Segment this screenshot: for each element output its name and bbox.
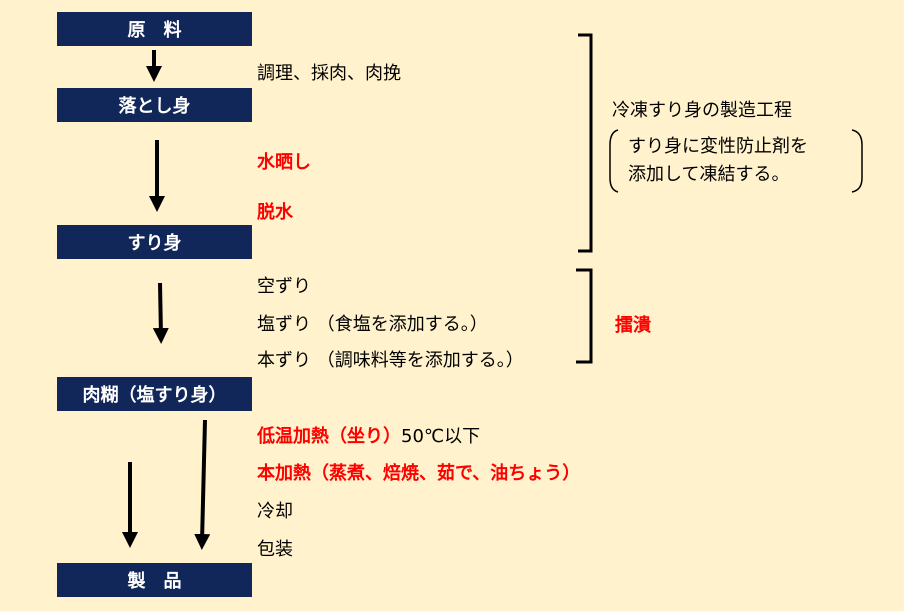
frozen-surimi-desc-2: 添加して凍結する。 bbox=[628, 164, 790, 185]
note-low-heat: 低温加熱（坐り）50℃以下 bbox=[257, 422, 480, 448]
note-prep: 調理、採肉、肉挽 bbox=[257, 63, 401, 84]
step-otoshimi: 落とし身 bbox=[57, 88, 252, 122]
note-honzuri: 本ずり （調味料等を添加する。） bbox=[257, 350, 524, 371]
note-karazuri: 空ずり bbox=[257, 276, 311, 297]
note-cooling: 冷却 bbox=[257, 501, 293, 522]
low-heat-temp: 50℃以下 bbox=[401, 426, 481, 447]
paren-right bbox=[851, 129, 863, 193]
step-nikunori: 肉糊（塩すり身） bbox=[57, 377, 252, 411]
note-water-bleaching: 水晒し bbox=[257, 152, 311, 173]
note-shiozuri: 塩ずり （食塩を添加する。） bbox=[257, 314, 488, 335]
note-dehydration: 脱水 bbox=[257, 202, 293, 223]
step-product: 製 品 bbox=[57, 563, 252, 597]
bracket-kaikai bbox=[576, 268, 593, 364]
frozen-surimi-desc-1: すり身に変性防止剤を bbox=[628, 136, 808, 157]
low-heat-label: 低温加熱（坐り） bbox=[257, 426, 401, 447]
arrow-5 bbox=[194, 419, 211, 550]
bracket-frozen bbox=[578, 33, 593, 253]
step-raw-material: 原 料 bbox=[57, 12, 252, 46]
paren-left bbox=[609, 129, 619, 193]
step-surimi: すり身 bbox=[57, 225, 252, 259]
arrow-3 bbox=[152, 282, 169, 344]
note-packaging: 包装 bbox=[257, 539, 293, 560]
frozen-surimi-title: 冷凍すり身の製造工程 bbox=[612, 100, 792, 121]
kaikai-label: 擂潰 bbox=[615, 315, 651, 336]
note-main-heat: 本加熱（蒸煮、焙焼、茹で、油ちょう） bbox=[257, 463, 581, 484]
